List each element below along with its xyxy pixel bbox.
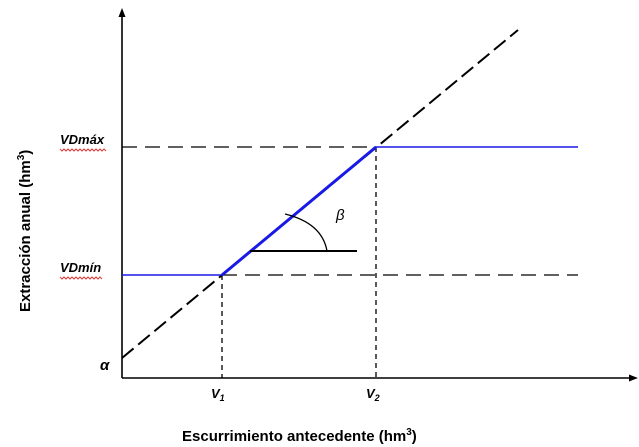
operating-rule-slope bbox=[221, 145, 377, 277]
x-axis-title: Escurrimiento antecedente (hm3) bbox=[182, 427, 417, 445]
y-axis-arrowhead bbox=[118, 8, 126, 17]
alpha-label: α bbox=[100, 357, 110, 374]
vdmax-label: VDmáx bbox=[60, 132, 105, 147]
v2-label: V2 bbox=[366, 386, 380, 403]
vdmin-label: VDmín bbox=[60, 260, 101, 275]
beta-label: β bbox=[335, 207, 345, 224]
vdmax-spellcheck-underline bbox=[59, 148, 107, 152]
operating-rule-line bbox=[122, 146, 578, 276]
v1-label: V1 bbox=[211, 386, 225, 403]
beta-angle-arc bbox=[284, 213, 328, 252]
x-axis-arrowhead bbox=[629, 374, 638, 382]
vdmin-spellcheck-underline bbox=[59, 276, 103, 280]
y-axis-title: Extracción anual (hm3) bbox=[16, 150, 34, 312]
